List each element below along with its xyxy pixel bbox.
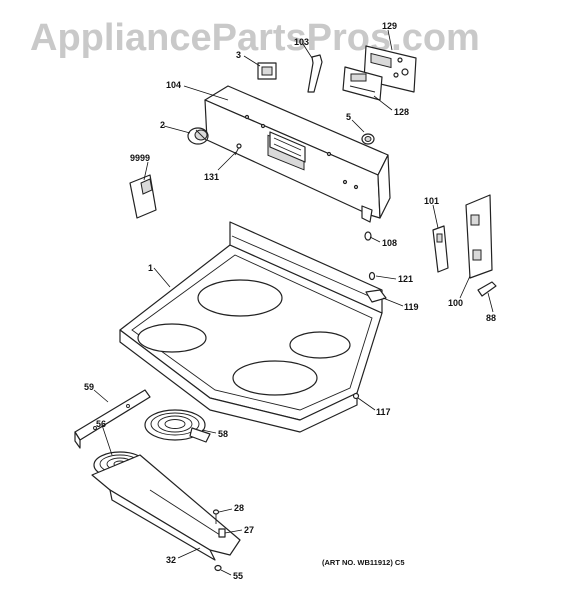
callout-59: 59 [84,382,94,392]
callout-27: 27 [244,525,254,535]
hinge-119 [365,289,387,303]
callout-119: 119 [404,302,419,312]
callout-88: 88 [486,313,496,323]
callout-labels: 2 3 104 5 103 129 128 131 9999 1 108 121… [84,21,496,581]
side-bracket-101 [432,225,449,273]
callout-3: 3 [236,50,241,60]
surface-element-8in [144,409,211,443]
callout-2: 2 [160,120,165,130]
callout-32: 32 [166,555,176,565]
panel-bracket [307,54,323,93]
callout-104: 104 [166,80,181,90]
callout-103: 103 [294,37,309,47]
callout-58: 58 [218,429,228,439]
callout-108: 108 [382,238,397,248]
side-bracket-100 [465,194,493,279]
screw-121 [368,271,376,281]
callout-9999: 9999 [130,153,150,163]
literature-packet [129,174,157,219]
callout-128: 128 [394,107,409,117]
callout-101: 101 [424,196,439,206]
infinite-switch [257,62,277,80]
callout-131: 131 [204,172,219,182]
main-cooktop [119,221,383,433]
callout-5: 5 [346,112,351,122]
screw-117 [352,392,360,400]
screw-131 [234,143,242,156]
end-cap [361,133,375,145]
callout-121: 121 [398,274,413,284]
nut-55 [214,564,222,572]
clip-27 [218,528,226,538]
burner-bracket [74,389,151,449]
electronic-control-board [342,66,383,101]
leader-lines [93,29,494,576]
callout-129: 129 [382,21,397,31]
art-number: (ART NO. WB11912) C5 [322,558,405,567]
callout-55: 55 [233,571,243,581]
foot-88 [477,281,497,297]
stud-28 [212,509,220,524]
callout-56: 56 [96,419,106,429]
watermark-text: AppliancePartsPros.com [30,17,480,59]
callout-28: 28 [234,503,244,513]
callout-117: 117 [376,407,391,417]
callout-1: 1 [148,263,153,273]
spacer-108 [364,231,372,241]
control-knob [187,127,209,145]
backsplash-panel [204,85,391,223]
callout-100: 100 [448,298,463,308]
element-support-bracket [91,454,241,561]
